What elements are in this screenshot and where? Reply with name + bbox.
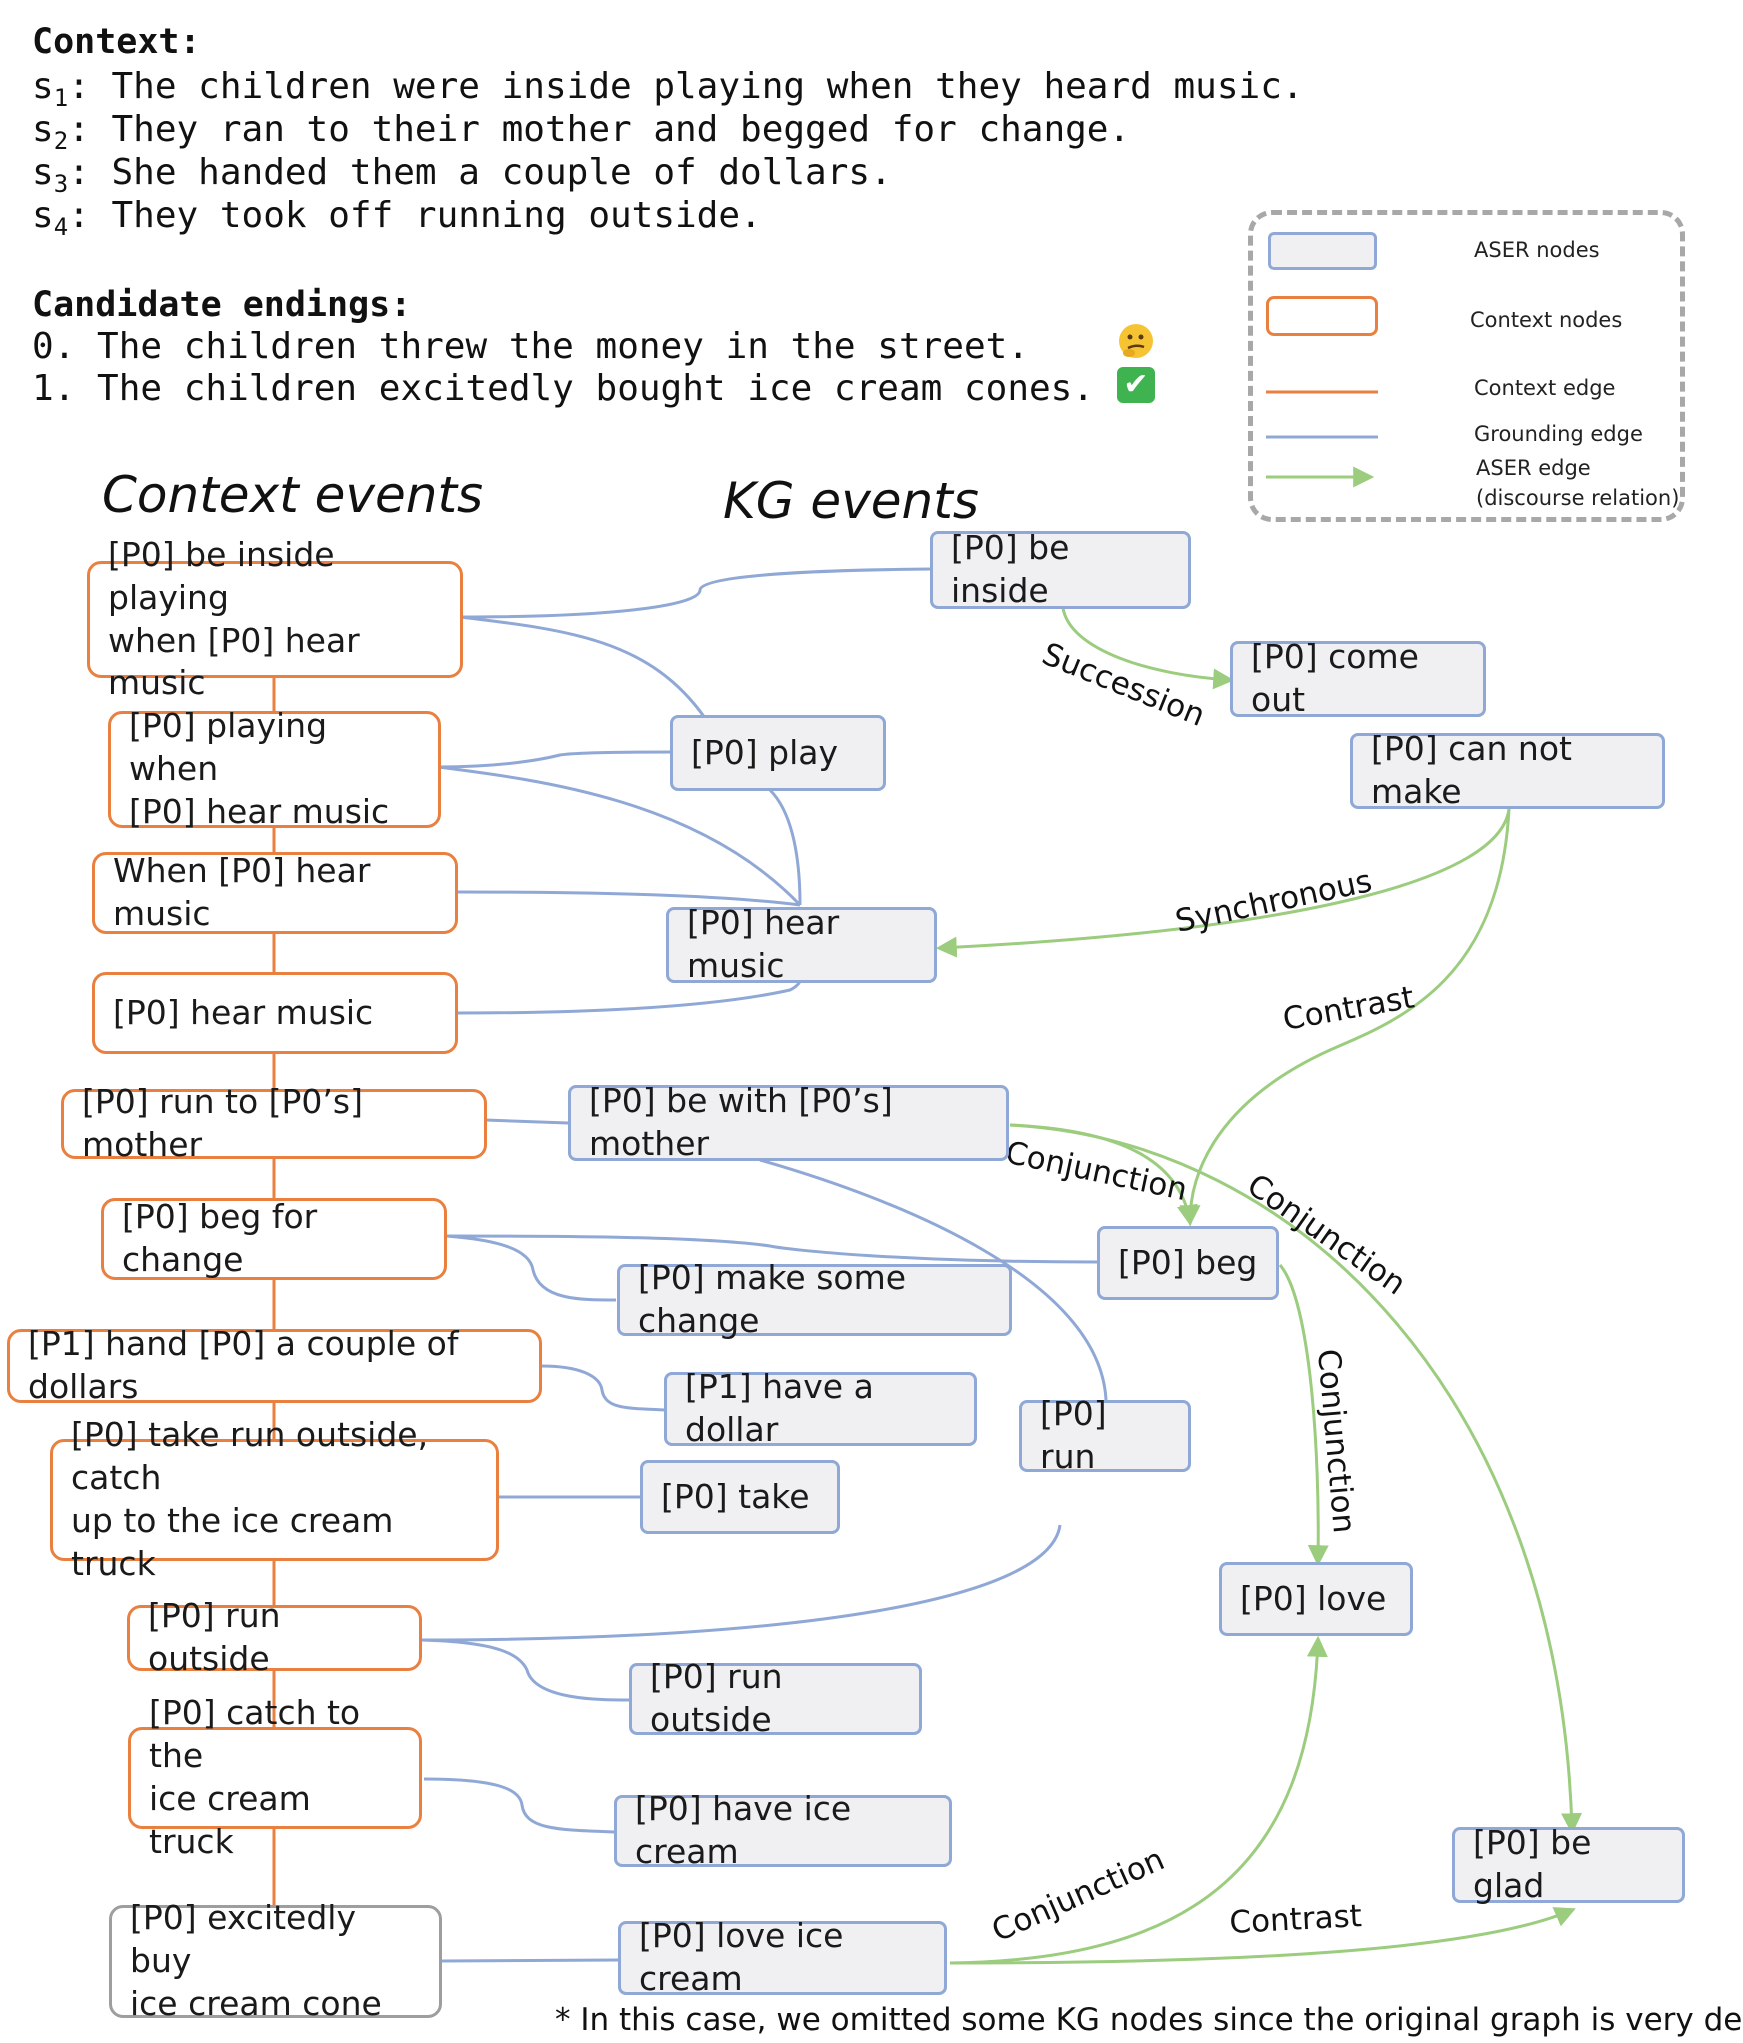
- grounding-edges: [420, 567, 1108, 1963]
- context-node-2: [P0] playing when[P0] hear music: [108, 706, 441, 831]
- kg-node-run: [P0] run: [1019, 1394, 1191, 1476]
- context-node-3: When [P0] hear music: [92, 851, 458, 934]
- legend-aser-edge-sublabel: (discourse relation): [1476, 486, 1680, 510]
- kg-node-can-not-make: [P0] can not make: [1350, 729, 1665, 811]
- ending-0: 0. The children threw the money in the s…: [32, 326, 1029, 367]
- context-node-9: [P0] run outside: [127, 1596, 422, 1678]
- legend-context-swatch: [1266, 296, 1378, 336]
- context-events-title: Context events: [102, 466, 484, 524]
- kg-node-have-ice-cream: [P0] have ice cream: [614, 1789, 952, 1871]
- context-node-5: [P0] run to [P0’s] mother: [61, 1082, 487, 1164]
- kg-node-be-glad: [P0] be glad: [1452, 1823, 1685, 1905]
- legend-grounding-edge-label: Grounding edge: [1474, 422, 1643, 446]
- kg-node-have-a-dollar: [P1] have a dollar: [664, 1367, 977, 1449]
- legend-aser-swatch: [1268, 232, 1377, 270]
- kg-node-play: [P0] play: [670, 715, 886, 791]
- context-node-7: [P1] hand [P0] a couple of dollars: [7, 1324, 542, 1406]
- relation-contrast-2: Contrast: [1229, 1898, 1363, 1941]
- context-heading: Context:: [32, 22, 201, 62]
- legend: [1248, 210, 1685, 522]
- ending-1: 1. The children excitedly bought ice cre…: [32, 368, 1095, 409]
- thinking-face-icon: [1119, 324, 1153, 358]
- context-sentence-3: s3: She handed them a couple of dollars.: [32, 152, 892, 198]
- kg-node-love: [P0] love: [1219, 1562, 1413, 1636]
- relation-succession: Succession: [1037, 636, 1210, 734]
- check-mark-icon: ✔: [1117, 367, 1155, 403]
- kg-node-come-out: [P0] come out: [1230, 637, 1486, 719]
- legend-context-label: Context nodes: [1470, 308, 1623, 332]
- kg-node-run-outside: [P0] run outside: [629, 1657, 922, 1739]
- kg-node-make-some-change: [P0] make some change: [617, 1258, 1012, 1340]
- context-sentence-2: s2: They ran to their mother and begged …: [32, 109, 1131, 155]
- legend-context-edge-label: Context edge: [1474, 376, 1616, 400]
- kg-node-beg: [P0] beg: [1097, 1226, 1279, 1300]
- endings-heading: Candidate endings:: [32, 285, 412, 325]
- context-node-4: [P0] hear music: [92, 972, 458, 1054]
- context-sentence-4: s4: They took off running outside.: [32, 195, 762, 241]
- kg-node-love-ice-cream: [P0] love ice cream: [618, 1916, 947, 1998]
- kg-events-title: KG events: [723, 472, 979, 530]
- kg-node-be-inside: [P0] be inside: [930, 528, 1191, 610]
- kg-node-hear-music: [P0] hear music: [666, 903, 937, 985]
- aser-edges: [935, 607, 1583, 1965]
- context-node-6: [P0] beg for change: [101, 1197, 447, 1280]
- legend-aser-label: ASER nodes: [1474, 238, 1600, 262]
- context-sentence-1: s1: The children were inside playing whe…: [32, 66, 1304, 112]
- kg-node-be-with-mother: [P0] be with [P0’s] mother: [568, 1081, 1009, 1163]
- legend-aser-edge-label: ASER edge: [1476, 456, 1591, 480]
- footnote: * In this case, we omitted some KG nodes…: [555, 2002, 1743, 2038]
- relation-conjunction-1: Conjunction: [1002, 1135, 1190, 1209]
- relation-contrast-1: Contrast: [1280, 979, 1417, 1037]
- relation-synchronous: Synchronous: [1172, 863, 1375, 940]
- kg-node-take: [P0] take: [640, 1460, 840, 1534]
